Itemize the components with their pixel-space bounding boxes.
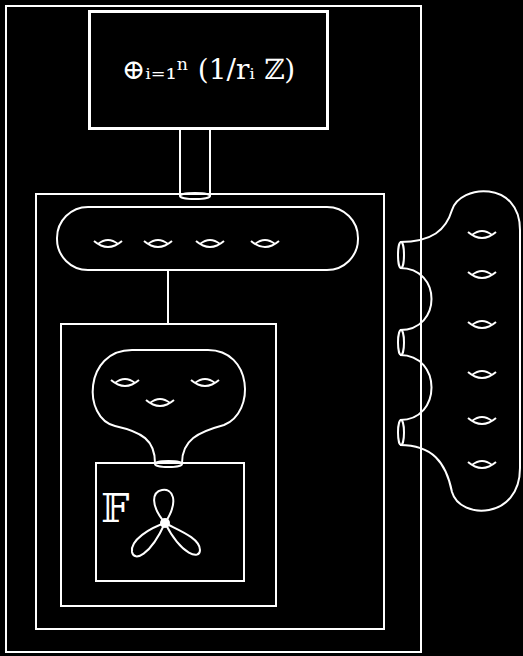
inner-box: 𝔽 xyxy=(60,323,277,607)
field-symbol: 𝔽 xyxy=(101,486,129,530)
outer-box: ⊕ᵢ₌₁ⁿ (1/rᵢ ℤ) 𝔽 xyxy=(5,5,422,653)
link-line xyxy=(167,270,169,323)
field-box: 𝔽 xyxy=(95,462,245,582)
middle-box: 𝔽 xyxy=(35,193,385,630)
genus-six-surface xyxy=(398,191,520,511)
bouquet-of-circles xyxy=(132,490,200,557)
handles xyxy=(111,379,219,406)
tube-connector xyxy=(180,130,210,196)
lattice-box: ⊕ᵢ₌₁ⁿ (1/rᵢ ℤ) xyxy=(88,10,329,130)
genus-three-surface xyxy=(93,350,245,463)
genus-four-surface xyxy=(57,207,358,270)
lattice-label: ⊕ᵢ₌₁ⁿ (1/rᵢ ℤ) xyxy=(122,55,296,86)
handles xyxy=(94,240,279,247)
